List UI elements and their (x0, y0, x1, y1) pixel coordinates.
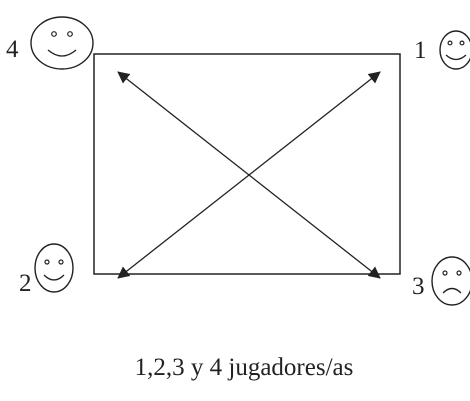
player-2-number: 2 (19, 270, 32, 297)
field-rectangle (93, 53, 401, 275)
happy-face-icon (34, 243, 74, 293)
happy-face-icon (439, 30, 470, 70)
player-1: 1 (414, 30, 470, 70)
player-3-number: 3 (412, 273, 425, 300)
happy-face-icon (30, 16, 94, 70)
player-3: 3 (412, 256, 470, 306)
player-2: 2 (19, 243, 74, 297)
player-1-number: 1 (414, 37, 427, 64)
player-4: 4 (6, 16, 94, 70)
diagram-caption: 1,2,3 y 4 jugadores/as (135, 354, 354, 381)
arrow-1-to-2 (117, 71, 381, 279)
player-4-number: 4 (6, 36, 19, 63)
sad-face-icon (431, 256, 470, 306)
